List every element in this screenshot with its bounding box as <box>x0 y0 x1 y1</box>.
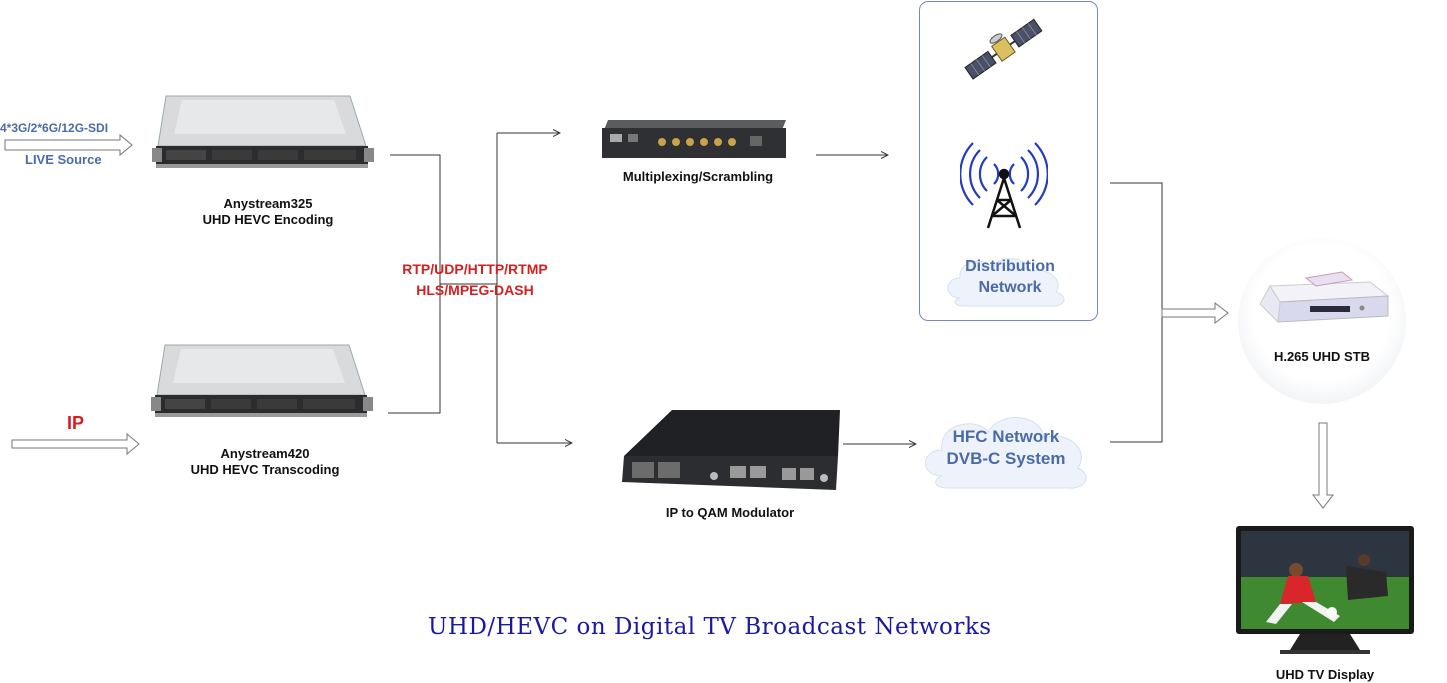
diagram-caption: UHD/HEVC on Digital TV Broadcast Network… <box>428 614 992 640</box>
stb-label: H.265 UHD STB <box>1273 349 1371 364</box>
satellite-icon <box>964 18 1043 80</box>
hfc-cloud-icon <box>925 417 1087 489</box>
encoder-server-image <box>152 95 374 168</box>
modulator-device-image <box>622 410 840 490</box>
distribution-line2: Network <box>978 279 1042 296</box>
distribution-line1: Distribution <box>965 258 1055 275</box>
ip-input-label: IP <box>67 413 85 433</box>
sdi-format-label: 4*3G/2*6G/12G-SDI <box>0 121 109 135</box>
transcoder-function: UHD HEVC Transcoding <box>190 462 340 477</box>
transcoder-name: Anystream420 <box>220 446 310 461</box>
multiplexer-label: Multiplexing/Scrambling <box>622 169 774 184</box>
distribution-cloud-icon <box>947 258 1065 307</box>
set-top-box-image <box>1259 271 1390 324</box>
tv-label: UHD TV Display <box>1275 667 1375 682</box>
encoder-function: UHD HEVC Encoding <box>202 212 334 227</box>
broadcast-tower-icon <box>960 142 1048 229</box>
hfc-line2: DVB-C System <box>946 449 1066 468</box>
stb-circle <box>1238 238 1406 404</box>
tv-display-image <box>1236 526 1414 654</box>
encoder-name: Anystream325 <box>223 196 313 211</box>
transcoder-server-image <box>151 344 373 417</box>
hfc-line1: HFC Network <box>952 427 1060 446</box>
live-source-label: LIVE Source <box>25 152 102 167</box>
modulator-label: IP to QAM Modulator <box>665 505 795 520</box>
multiplexer-device-image <box>602 120 786 158</box>
protocols-line1: RTP/UDP/HTTP/RTMP <box>402 261 548 277</box>
protocols-line2: HLS/MPEG-DASH <box>416 282 534 298</box>
